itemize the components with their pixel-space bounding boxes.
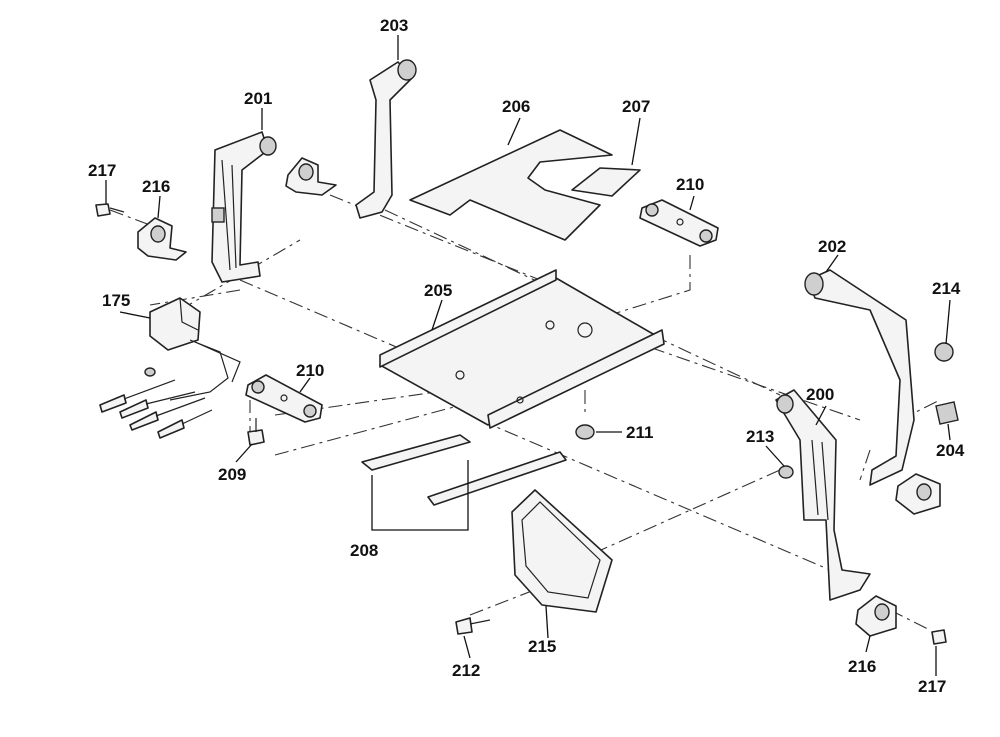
nut-214	[934, 342, 954, 362]
label-215: 215	[528, 637, 556, 656]
label-208: 208	[350, 541, 378, 560]
label-204: 204	[936, 441, 965, 460]
plate-210-upper	[639, 199, 719, 247]
part-labels: 203 201 206 207 217 216 210 202 214 205 …	[88, 16, 965, 696]
strap-202	[804, 269, 915, 486]
label-200: 200	[806, 385, 834, 404]
label-210-upper: 210	[676, 175, 704, 194]
mount-216-right	[855, 595, 897, 637]
label-206: 206	[502, 97, 530, 116]
plate-205	[379, 269, 665, 429]
bracket-200	[775, 389, 871, 601]
pad-206	[409, 129, 613, 241]
label-209: 209	[218, 465, 246, 484]
label-210-left: 210	[296, 361, 324, 380]
strap-203	[355, 59, 417, 219]
label-217-right: 217	[918, 677, 946, 696]
bracket-201	[211, 131, 277, 283]
label-175: 175	[102, 291, 130, 310]
strips-208	[361, 434, 567, 531]
label-213: 213	[746, 427, 774, 446]
bolt-212	[455, 617, 491, 635]
label-216-right: 216	[848, 657, 876, 676]
plate-210-left	[245, 374, 323, 423]
label-217-left: 217	[88, 161, 116, 180]
nut-213	[778, 465, 794, 479]
bolt-209	[247, 418, 265, 446]
bolt-217-right	[931, 629, 947, 645]
pad-204	[935, 401, 959, 425]
label-216-left: 216	[142, 177, 170, 196]
label-214: 214	[932, 279, 961, 298]
frame-215	[511, 489, 613, 613]
bolt-217-left	[95, 203, 125, 217]
nut-211	[575, 424, 595, 440]
label-212: 212	[452, 661, 480, 680]
leader-lines	[105, 35, 951, 676]
mount-lower-right	[895, 473, 941, 515]
mount-upper	[285, 157, 337, 196]
label-201: 201	[244, 89, 272, 108]
switch-175	[99, 297, 241, 439]
label-203: 203	[380, 16, 408, 35]
label-205: 205	[424, 281, 452, 300]
label-202: 202	[818, 237, 846, 256]
pad-207	[571, 167, 641, 197]
mount-216-left	[137, 217, 187, 261]
label-211: 211	[626, 423, 653, 442]
label-207: 207	[622, 97, 650, 116]
